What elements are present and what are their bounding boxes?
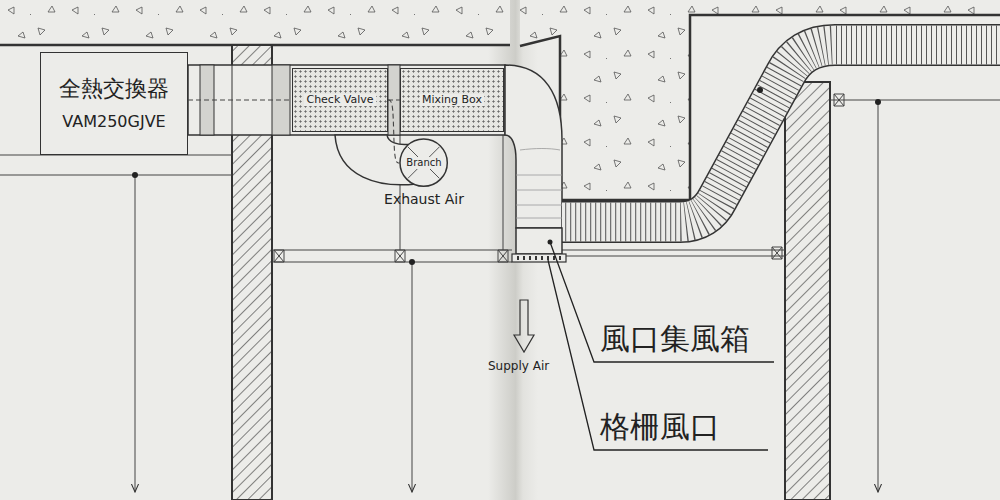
duct-circle bbox=[400, 139, 447, 186]
duct-body bbox=[188, 65, 505, 135]
ceiling-line bbox=[562, 255, 785, 256]
duct-rib bbox=[516, 149, 562, 219]
leader-line bbox=[550, 242, 774, 362]
ceiling-clip bbox=[395, 250, 405, 262]
ceiling-line bbox=[830, 99, 1000, 100]
ceiling-clip bbox=[274, 250, 284, 262]
ceiling-line bbox=[272, 249, 512, 250]
concrete-slab bbox=[0, 0, 510, 45]
ceiling-line bbox=[562, 249, 785, 250]
flow-arrow bbox=[514, 300, 534, 352]
model-number: VAM250GJVE bbox=[62, 113, 165, 131]
supply-duct-edge bbox=[562, 45, 1000, 222]
level-dot bbox=[132, 172, 138, 178]
flexible-duct bbox=[505, 65, 562, 228]
level-dot bbox=[409, 259, 415, 265]
ceiling-clip bbox=[834, 94, 844, 106]
leader-dot bbox=[548, 240, 553, 245]
leader-line bbox=[548, 260, 768, 450]
grille-slot bbox=[518, 256, 560, 260]
flow-label: Supply Air bbox=[488, 360, 549, 374]
supply-duct-body bbox=[562, 45, 1000, 222]
mixing-box-section: Mixing Box bbox=[400, 68, 504, 132]
ceiling-clip bbox=[772, 247, 782, 259]
unit-name: 全熱交換器 bbox=[59, 76, 169, 101]
part-name: Mixing Box bbox=[420, 94, 484, 107]
duct-centerline bbox=[388, 100, 399, 163]
callout-dot bbox=[757, 87, 763, 93]
part-name: Check Valve bbox=[304, 94, 375, 107]
hanger-rod bbox=[503, 135, 504, 250]
level-line bbox=[878, 102, 879, 492]
wall-column bbox=[785, 82, 830, 500]
check-valve-section: Check Valve bbox=[292, 68, 388, 132]
duct-centerline bbox=[188, 99, 292, 100]
component-label: 風口集風箱 bbox=[600, 322, 750, 357]
branch-duct-circle: Branch bbox=[399, 138, 448, 187]
component-label: 格柵風口 bbox=[600, 410, 720, 445]
level-line bbox=[412, 262, 413, 492]
grille bbox=[512, 254, 566, 262]
level-line bbox=[135, 175, 136, 492]
ceiling-line bbox=[272, 261, 512, 262]
plenum-box bbox=[516, 228, 562, 254]
ceiling-line bbox=[0, 174, 232, 175]
flow-label: Exhaust Air bbox=[384, 191, 464, 207]
ceiling-clip bbox=[498, 250, 508, 262]
supply-duct-rib bbox=[562, 45, 1000, 222]
heat-exchanger-unit: 全熱交換器 VAM250GJVE bbox=[40, 52, 188, 155]
level-dot bbox=[875, 99, 881, 105]
part-name: Branch bbox=[404, 157, 443, 169]
